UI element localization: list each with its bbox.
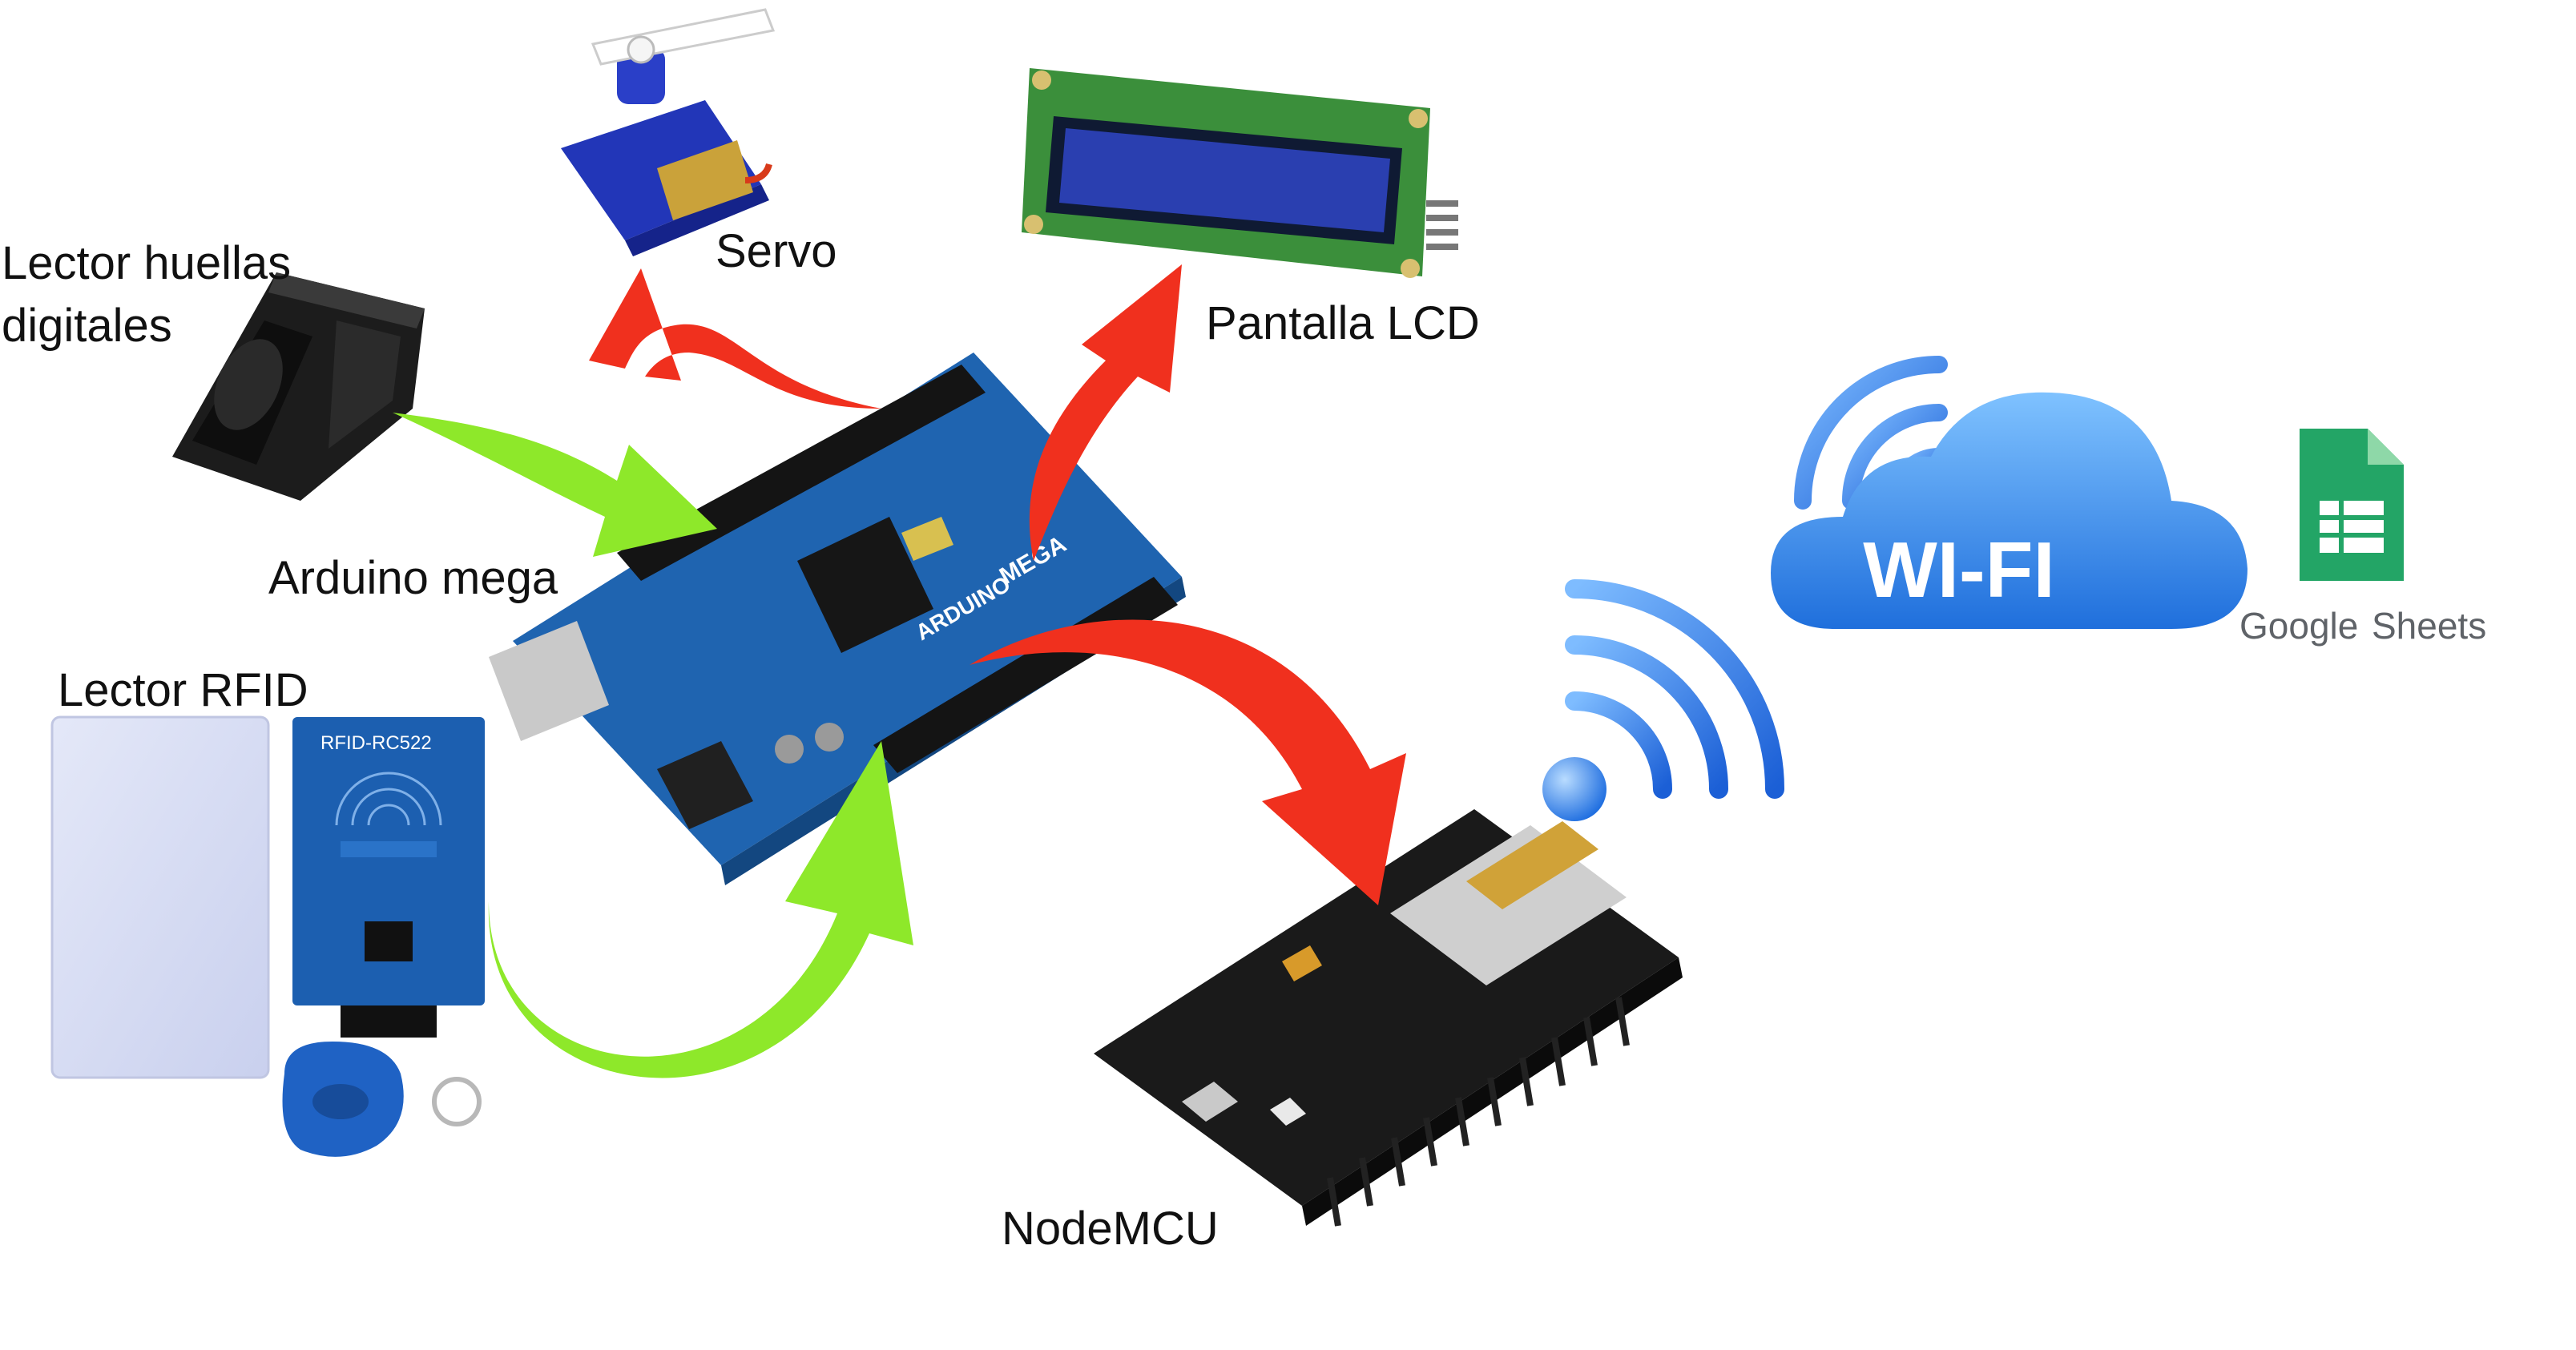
nodemcu-board [1094, 809, 1683, 1227]
label-fingerprint-line1: Lector huellas [2, 237, 292, 289]
lcd-display [1022, 68, 1458, 278]
label-nodemcu: NodeMCU [1002, 1203, 1219, 1255]
rfid-keyfob [282, 1042, 482, 1157]
label-servo: Servo [716, 225, 837, 277]
label-rfid: Lector RFID [58, 664, 308, 716]
sheets-text: Sheets [2372, 605, 2486, 647]
arrow-arduino-to-nodemcu [970, 619, 1406, 905]
wifi-cloud-text: WI-FI [1863, 526, 2054, 614]
servo-motor [561, 8, 776, 256]
wifi-signal-icon [1542, 579, 1784, 821]
label-arduino: Arduino mega [268, 552, 558, 604]
label-lcd: Pantalla LCD [1206, 297, 1480, 349]
rfid-module-text: RFID-RC522 [320, 732, 432, 754]
arduino-mega-board: ARDUINO MEGA [489, 353, 1186, 885]
arrow-fingerprint-to-arduino [393, 413, 717, 557]
cloud-icon: WI-FI [1771, 356, 2247, 629]
google-text: Google [2239, 605, 2358, 647]
fingerprint-reader [172, 272, 425, 501]
arrow-rfid-to-arduino [488, 741, 913, 1078]
rfid-module: RFID-RC522 [292, 717, 485, 1038]
label-fingerprint-line2: digitales [2, 300, 172, 352]
arrow-arduino-to-lcd [1029, 264, 1182, 561]
arrow-arduino-to-servo [589, 268, 881, 409]
google-sheets-icon: Google Sheets [2239, 429, 2486, 647]
rfid-card [50, 715, 270, 1079]
